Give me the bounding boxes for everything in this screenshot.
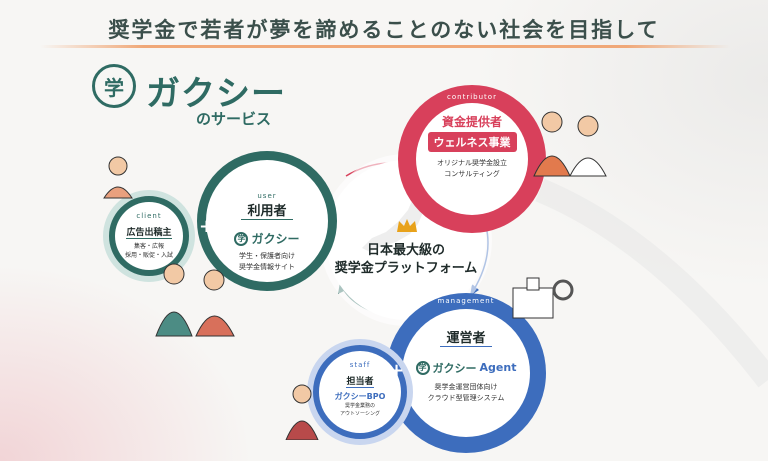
staff-circle-content: staff 担当者 ガクシーBPO 奨学金業務の アウトソーシング — [319, 351, 401, 433]
management-desc-1: 奨学金運営団体向け — [434, 382, 498, 391]
client-circle: client 広告出稿主 集客・広報 採用・販促・入試 — [103, 190, 195, 282]
gakusii-logo: 学 ガクシー のサービス — [92, 64, 292, 128]
contributor-circle: contributor 資金提供者 ウェルネス事業 オリジナル奨学金設立 コンサ… — [398, 85, 546, 233]
students-illustration — [155, 263, 235, 337]
client-tag: client — [136, 212, 162, 220]
user-logo-mark-icon: 学 — [234, 231, 249, 246]
center-line-2: 奨学金プラットフォーム — [334, 261, 478, 276]
management-title: 運営者 — [440, 327, 492, 347]
client-title: 広告出稿主 — [126, 225, 172, 239]
staff-service: ガクシーBPO — [334, 392, 386, 401]
crown-icon — [397, 219, 417, 232]
staff-person-illustration — [285, 384, 319, 440]
contributor-desc-2: コンサルティング — [444, 170, 500, 178]
management-logo-suffix: Agent — [479, 361, 517, 374]
logo-mark-icon: 学 — [92, 64, 136, 108]
user-circle-content: user 利用者 学ガクシー 学生・保護者向け 奨学金情報サイト — [216, 170, 318, 272]
user-logo-name: ガクシー — [251, 232, 300, 246]
contributor-desc-1: オリジナル奨学金設立 — [437, 159, 507, 167]
user-desc-1: 学生・保護者向け — [239, 252, 295, 260]
headline-underline — [40, 45, 730, 48]
staff-title: 担当者 — [346, 374, 374, 388]
school-building-icon — [512, 277, 574, 319]
background-swoosh — [535, 178, 768, 388]
center-platform-label: 日本最大級の 奨学金プラットフォーム — [326, 242, 486, 278]
user-tag: user — [257, 192, 277, 200]
contributor-circle-content: contributor 資金提供者 ウェルネス事業 オリジナル奨学金設立 コンサ… — [416, 93, 528, 215]
plus-client-user: + — [199, 216, 215, 237]
staff-tag: staff — [349, 361, 371, 369]
contributor-badge: ウェルネス事業 — [427, 132, 517, 152]
client-desc-1: 集客・広報 — [133, 243, 164, 250]
gear-icon — [552, 279, 574, 301]
contributor-tag: contributor — [447, 93, 497, 101]
plus-staff-management: + — [389, 360, 405, 381]
staff-desc-2: アウトソーシング — [340, 411, 380, 417]
person-illustration — [103, 156, 133, 199]
staff-circle: staff 担当者 ガクシーBPO 奨学金業務の アウトソーシング — [307, 339, 413, 445]
center-line-1: 日本最大級の — [366, 243, 445, 258]
management-logo-name: ガクシー — [432, 361, 477, 375]
management-desc-2: クラウド型管理システム — [427, 393, 505, 402]
client-desc-2: 採用・販促・入試 — [124, 252, 173, 259]
user-title: 利用者 — [241, 200, 293, 220]
staff-desc-1: 奨学金業務の — [344, 403, 375, 409]
user-circle: user 利用者 学ガクシー 学生・保護者向け 奨学金情報サイト — [197, 151, 337, 291]
page-headline: 奨学金で若者が夢を諦めることのない社会を目指して — [108, 18, 660, 42]
client-circle-content: client 広告出稿主 集客・広報 採用・販促・入試 — [115, 202, 183, 270]
logo-subtitle: のサービス — [196, 110, 272, 128]
contributor-title: 資金提供者 — [441, 115, 502, 129]
user-desc-2: 奨学金情報サイト — [239, 263, 295, 271]
logo-name: ガクシー — [146, 74, 286, 114]
management-tag: management — [437, 297, 495, 305]
management-logo-mark-icon: 学 — [415, 360, 430, 375]
user-logo: 学ガクシー — [216, 226, 318, 247]
couple-illustration — [533, 111, 607, 177]
